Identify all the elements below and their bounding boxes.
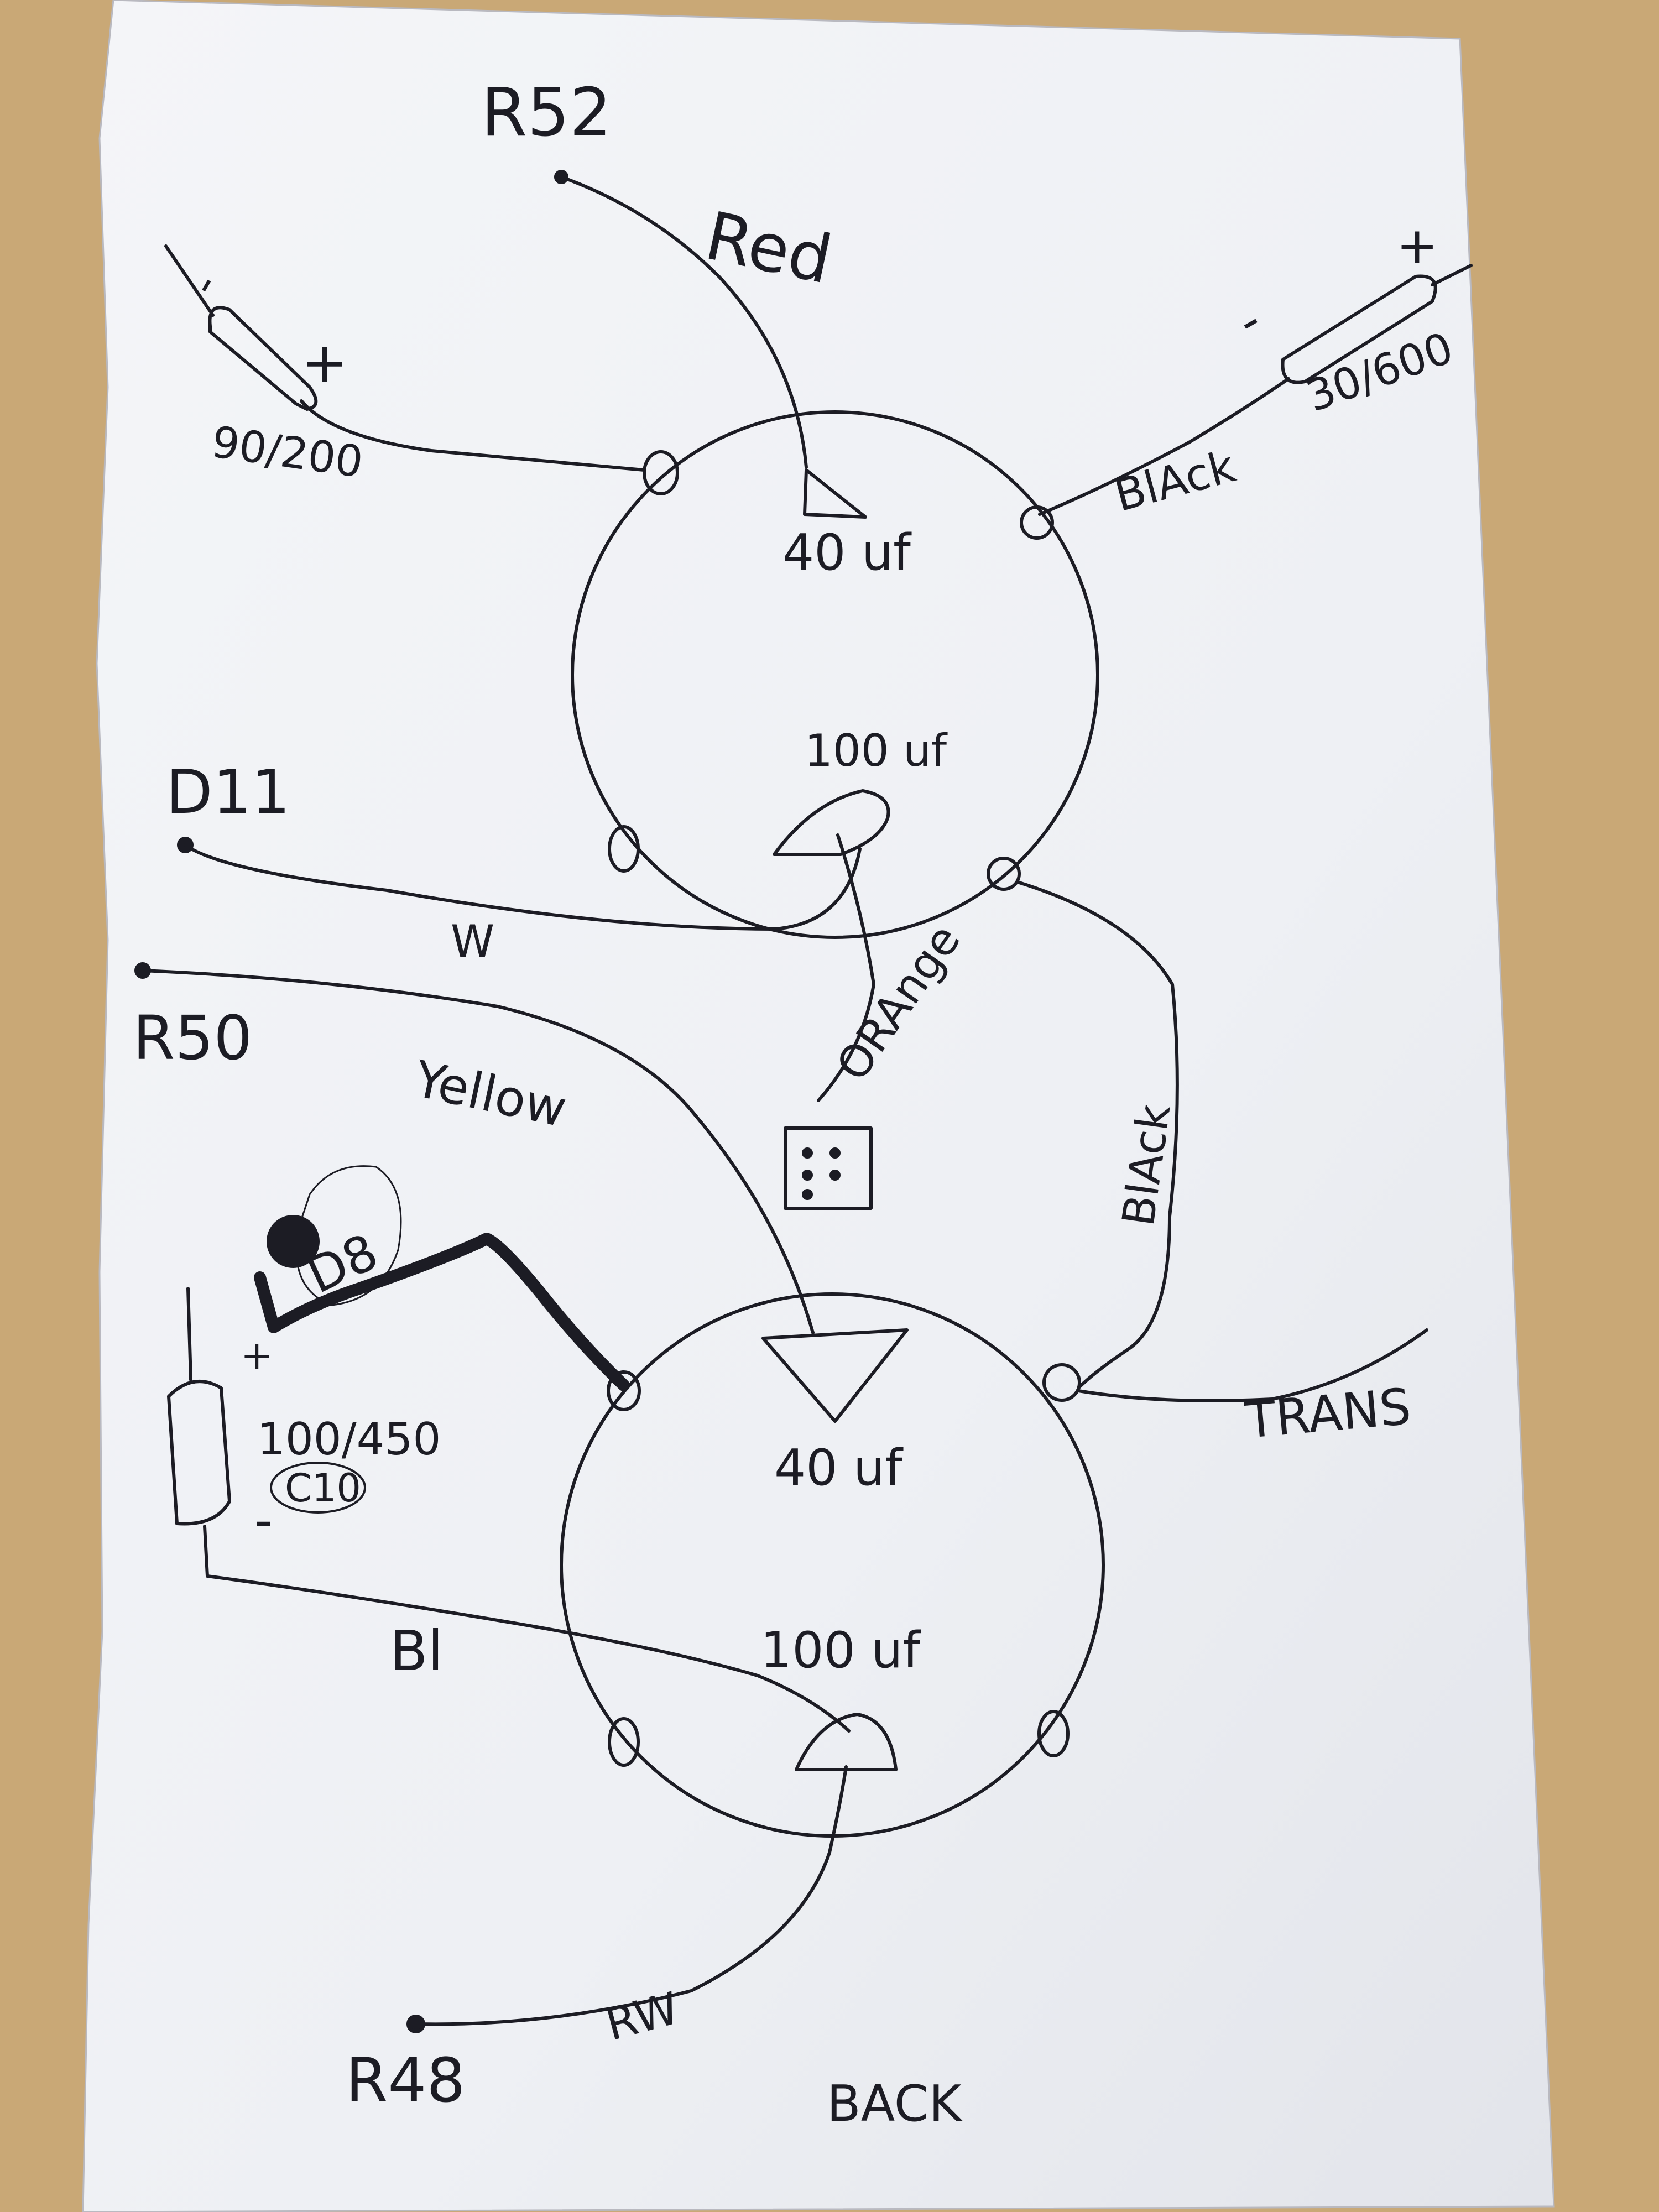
label-r52: R52	[481, 75, 612, 152]
d8-thick-wire	[254, 1233, 630, 1391]
left-cap-wire	[300, 399, 646, 472]
paper-sheet	[82, 0, 1555, 2212]
bottom-can-lug-bottom-right	[1037, 1710, 1070, 1757]
c10-lead-top	[186, 1287, 192, 1381]
label-left-cap-plus: +	[301, 330, 348, 395]
label-c10-minus: -	[254, 1491, 272, 1550]
bl-wire	[206, 1574, 851, 1733]
black-wire-top	[1038, 377, 1290, 516]
bottom-can-lug-right	[1042, 1363, 1081, 1402]
d8-circle-outline	[295, 1165, 402, 1306]
top-100uf-semicircle-terminal	[773, 789, 890, 856]
red-wire	[560, 175, 808, 469]
black-wire-right	[1016, 880, 1179, 1390]
bottom-can-lug-left	[607, 1370, 641, 1411]
label-c10: C10	[285, 1465, 361, 1511]
top-can-lug-bottom-right	[987, 857, 1021, 891]
c10-cap-body	[167, 1380, 231, 1526]
c10-circle-outline	[270, 1462, 366, 1514]
right-cap-body	[1281, 274, 1437, 384]
label-r48: R48	[346, 2045, 465, 2116]
label-c10-value: 100/450	[257, 1413, 441, 1465]
label-top-40uf: 40 uf	[782, 524, 912, 582]
label-w: W	[451, 916, 494, 967]
label-d11: D11	[166, 757, 290, 827]
label-bottom-40uf: 40 uf	[774, 1439, 904, 1497]
label-c10-plus: +	[241, 1333, 273, 1378]
label-bl: Bl	[390, 1619, 443, 1683]
top-can-lug-bottom-left	[608, 825, 640, 873]
orange-wire	[817, 833, 875, 1102]
bottom-100uf-semicircle-terminal	[795, 1713, 898, 1771]
d8-blob	[267, 1215, 320, 1268]
right-cap-lead	[1431, 264, 1473, 286]
c10-lead-bottom	[203, 1525, 209, 1578]
label-top-100uf: 100 uf	[805, 725, 948, 776]
trans-wire	[1077, 1328, 1428, 1402]
top-can-lug-right	[1020, 505, 1054, 540]
label-bottom-100uf: 100 uf	[760, 1621, 921, 1679]
terminal-block	[784, 1126, 873, 1210]
yellow-wire	[141, 969, 815, 1334]
bottom-40uf-triangle-terminal	[761, 1328, 909, 1423]
label-trans: TRANS	[1243, 1378, 1413, 1450]
label-back: BACK	[827, 2075, 963, 2133]
rw-wire	[414, 1765, 848, 2026]
label-right-cap-plus: +	[1396, 217, 1438, 275]
top-40uf-triangle-terminal	[803, 468, 867, 519]
left-cap-lead-top	[164, 244, 215, 317]
top-can-capacitor	[571, 410, 1099, 939]
top-can-lug-left	[643, 450, 679, 495]
label-r50: R50	[133, 1003, 252, 1073]
bottom-can-lug-bottom-left	[608, 1717, 640, 1767]
d11-wire	[184, 843, 862, 931]
